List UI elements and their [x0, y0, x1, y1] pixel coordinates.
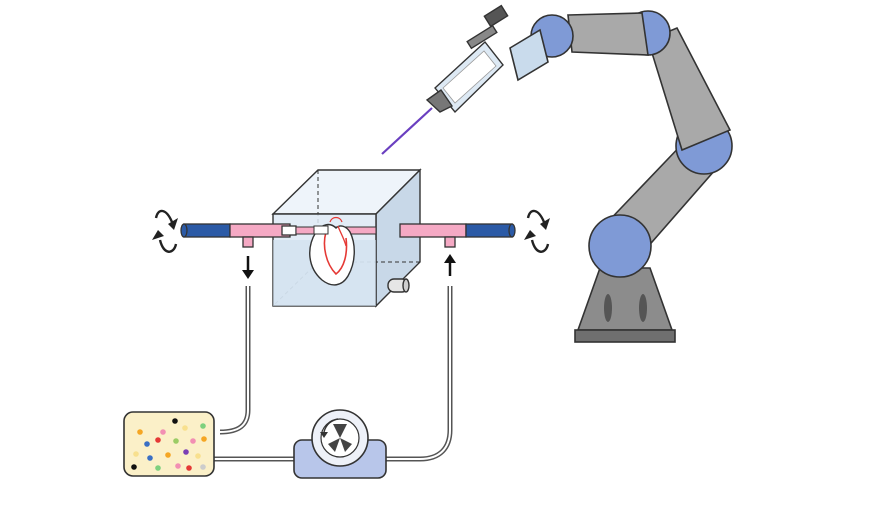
pump-rotor-blade [328, 438, 340, 452]
particle [137, 429, 143, 435]
left-rotate-arc-bottom [158, 239, 178, 253]
reservoir-icon [123, 411, 215, 477]
particle [183, 449, 189, 455]
left-rotate-arrowhead-bottom [152, 230, 164, 240]
pump-rotation-arrow [323, 418, 339, 433]
particle [172, 418, 178, 424]
syringe-plunger-cap [483, 4, 509, 28]
left-shaft-blue [183, 223, 231, 238]
right-tee [444, 236, 456, 248]
pump-icon [293, 409, 387, 479]
flow-arrow-down-icon [242, 256, 254, 279]
robot-base-slot-left [604, 294, 612, 322]
particle [155, 437, 161, 443]
heart-vessel-red [329, 216, 347, 247]
heart-outline [309, 223, 355, 286]
left-tee [242, 236, 254, 248]
right-shaft-blue [465, 223, 513, 238]
left-shaft-end [180, 223, 188, 238]
tube-right [385, 286, 453, 462]
particle [131, 464, 137, 470]
right-rotate-arrowhead-bottom [524, 230, 536, 240]
syringe-plunger [466, 24, 498, 50]
perfusion-tubing [214, 286, 453, 462]
robot-tool-clamp [509, 28, 549, 82]
particle [165, 452, 171, 458]
particle [201, 436, 207, 442]
flow-arrow-down-head [242, 270, 254, 279]
particle [144, 441, 150, 447]
pump-rotation-arrowhead [320, 432, 328, 438]
particle [200, 423, 206, 429]
particle [173, 438, 179, 444]
robot-top-link [567, 12, 649, 56]
particle [195, 453, 201, 459]
dispensing-nozzle [381, 4, 509, 155]
robot-shoulder-joint [588, 214, 652, 278]
tube-right-inner [385, 286, 451, 460]
flow-arrow-up-head [444, 254, 456, 263]
heart-aorta [313, 225, 329, 235]
left-shaft-pink [229, 223, 291, 238]
medium-reservoir [123, 411, 215, 477]
heart-model [309, 216, 355, 286]
syringe-barrel-inner [442, 50, 497, 104]
right-shaft-assembly [399, 223, 516, 248]
particle [147, 455, 153, 461]
particle [182, 425, 188, 431]
left-rotate-arrowhead-top [168, 218, 178, 230]
tube-left [219, 286, 251, 435]
right-rotate-arc-top [526, 209, 546, 223]
right-shaft-end [508, 223, 516, 238]
left-rotate-arc-top [154, 209, 174, 223]
heart-chamber-red [323, 231, 348, 276]
robot-base-plate [574, 329, 676, 343]
particle [200, 464, 206, 470]
rotate-arrows-icon [524, 209, 550, 253]
flow-arrow-up-icon [444, 254, 456, 276]
pump-rotor-blade [340, 438, 352, 452]
particle [186, 465, 192, 471]
rotate-arrows-icon [152, 209, 178, 253]
particle [175, 463, 181, 469]
particle [133, 451, 139, 457]
perfusion-chamber [271, 168, 422, 308]
pump-rotor-blade [333, 424, 347, 438]
tube-left-inner [219, 286, 249, 433]
right-shaft-pink [399, 223, 467, 238]
right-rotate-arrowhead-top [540, 218, 550, 230]
right-rotate-arc-bottom [530, 239, 550, 253]
robot-arm [509, 10, 733, 343]
particle [160, 429, 166, 435]
syringe-needle [381, 107, 433, 155]
robot-base-slot-right [639, 294, 647, 322]
left-connector [281, 225, 297, 236]
chamber-port-end [402, 278, 410, 293]
syringe-tip [425, 89, 454, 113]
particle [155, 465, 161, 471]
particle [190, 438, 196, 444]
